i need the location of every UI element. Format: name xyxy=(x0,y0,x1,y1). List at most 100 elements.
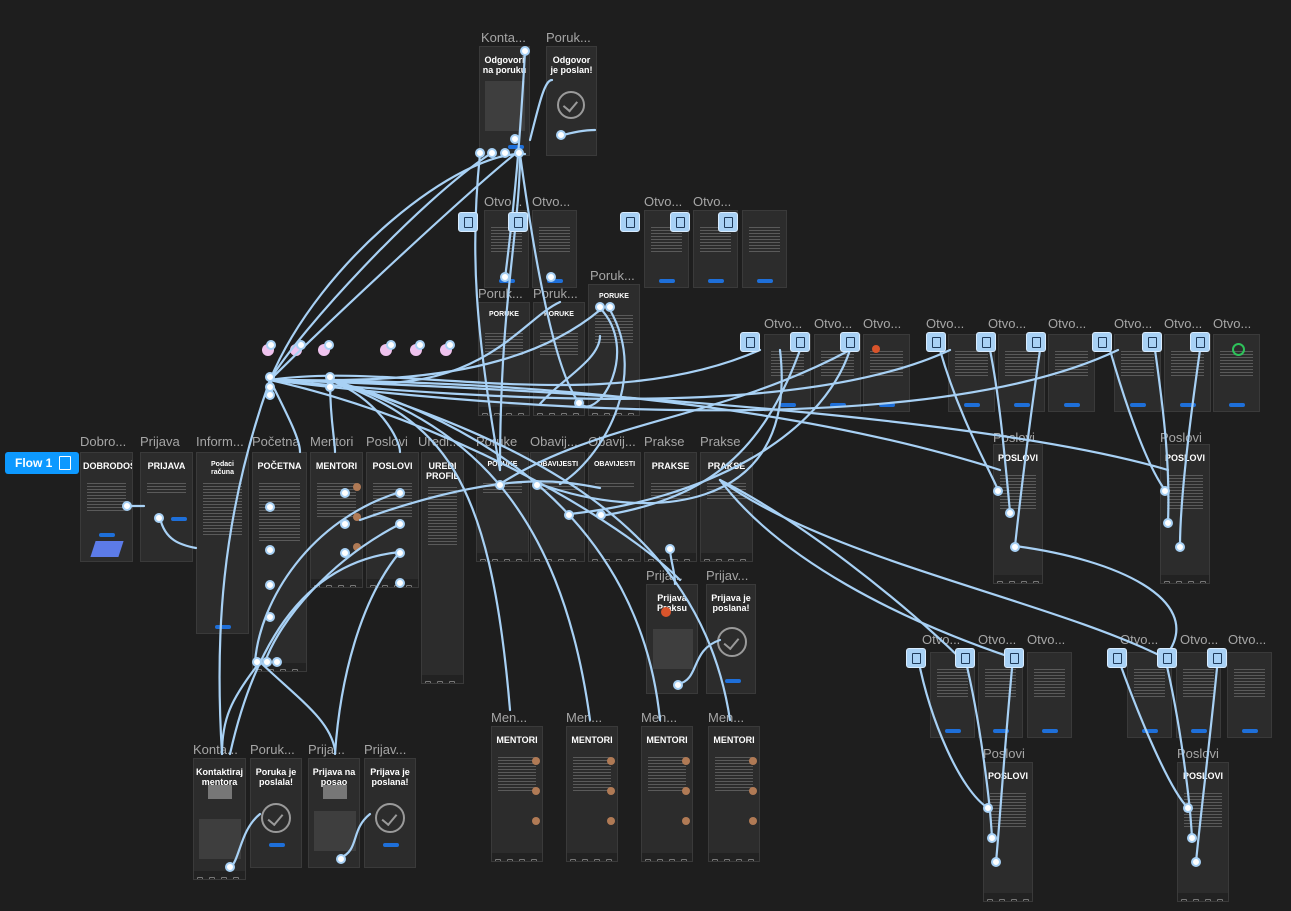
frame-title: Prijava na posao xyxy=(312,767,356,787)
overlay-icon[interactable] xyxy=(1107,648,1127,668)
frame-title: PRIJAVA xyxy=(147,461,186,471)
frame-otvori-q[interactable] xyxy=(1027,652,1072,738)
frame-title: Poruka je poslala! xyxy=(255,767,297,787)
frame-label: Otvo... xyxy=(1114,316,1153,331)
check-icon xyxy=(557,91,585,119)
frame-title: MENTORI xyxy=(713,735,755,745)
frame-title: Prijava je poslana! xyxy=(711,593,751,613)
frame-label: Poslovi xyxy=(1160,430,1202,445)
frame-title: MENTORI xyxy=(496,735,538,745)
frame-title: POSLOVI xyxy=(1182,771,1223,781)
frame-prijava-poslana-posao[interactable]: Prijava je poslana! xyxy=(364,758,416,868)
frame-label: Dobro... xyxy=(80,434,127,449)
overlay-icon[interactable] xyxy=(458,212,478,232)
frame-title: UREDI PROFIL xyxy=(426,461,459,481)
frame-title: POSLOVI xyxy=(1164,453,1205,463)
frame-label: Otvo... xyxy=(1164,316,1203,331)
frame-title: OBAVIJESTI xyxy=(536,461,579,468)
frame-label: Prijava xyxy=(140,434,180,449)
frame-title: Prijava Praksu xyxy=(656,593,688,613)
frame-mentori[interactable]: MENTORI xyxy=(310,452,363,588)
frame-prijava-poslana-prakse[interactable]: Prijava je poslana! xyxy=(706,584,756,694)
frame-label: Prakse xyxy=(644,434,685,449)
overlay-icon[interactable] xyxy=(670,212,690,232)
overlay-icon[interactable] xyxy=(1142,332,1162,352)
frame-otvori-e[interactable] xyxy=(742,210,787,288)
frame-title: Prijava je poslana! xyxy=(370,767,410,787)
frame-label: Obavij... xyxy=(530,434,578,449)
frame-otvori-d[interactable] xyxy=(693,210,738,288)
frame-odgovor-poslan[interactable]: Odgovor je poslan! xyxy=(546,46,597,156)
frame-otvori-t[interactable] xyxy=(1227,652,1272,738)
frame-title: Odgovor je poslan! xyxy=(550,55,593,75)
frame-label: Otvo... xyxy=(926,316,965,331)
overlay-icon[interactable] xyxy=(508,212,528,232)
check-icon xyxy=(717,627,747,657)
overlay-icon[interactable] xyxy=(926,332,946,352)
frame-mentori-b4[interactable]: MENTORI xyxy=(708,726,760,862)
frame-label: Otvo... xyxy=(863,316,902,331)
overlay-icon[interactable] xyxy=(1026,332,1046,352)
frame-label: Otvo... xyxy=(1213,316,1252,331)
frame-title: Kontaktiraj mentora xyxy=(196,767,244,787)
frame-label: Konta... xyxy=(193,742,238,757)
frame-label: Otvo... xyxy=(532,194,571,209)
overlay-icon[interactable] xyxy=(1157,648,1177,668)
frame-title: Podaci računa xyxy=(211,461,234,476)
send-button[interactable] xyxy=(508,145,524,149)
play-flow-icon[interactable] xyxy=(59,456,71,470)
overlay-icon[interactable] xyxy=(906,648,926,668)
frame-label: Poruk... xyxy=(546,30,591,45)
frame-label: Otvo... xyxy=(978,632,1017,647)
frame-mentori-b1[interactable]: MENTORI xyxy=(491,726,543,862)
frame-title: MENTORI xyxy=(646,735,688,745)
frame-title: PORUKE xyxy=(544,311,574,318)
frame-label: Otvo... xyxy=(644,194,683,209)
login-button[interactable] xyxy=(171,517,187,521)
overlay-icon[interactable] xyxy=(740,332,760,352)
frame-label: Prijav... xyxy=(706,568,749,583)
overlay-icon[interactable] xyxy=(1190,332,1210,352)
frame-label: Otvo... xyxy=(1120,632,1159,647)
frame-label: Otvo... xyxy=(764,316,803,331)
frame-title: MENTORI xyxy=(315,461,358,471)
overlay-icon[interactable] xyxy=(1207,648,1227,668)
overlay-icon[interactable] xyxy=(976,332,996,352)
frame-label: Mentori xyxy=(310,434,354,449)
overlay-icon[interactable] xyxy=(790,332,810,352)
frame-label: Otvo... xyxy=(693,194,732,209)
frame-prijava-na-posao[interactable]: Prijava na posao xyxy=(308,758,360,868)
frame-title: POSLOVI xyxy=(997,453,1038,463)
frame-label: Početna xyxy=(252,434,300,449)
frame-title: POČETNA xyxy=(257,461,302,471)
frame-title: POSLOVI xyxy=(987,771,1028,781)
frame-label: Prijav... xyxy=(364,742,407,757)
overlay-icon[interactable] xyxy=(955,648,975,668)
frame-mentori-b2[interactable]: MENTORI xyxy=(566,726,618,862)
frame-otvori-c[interactable] xyxy=(644,210,689,288)
overlay-icon[interactable] xyxy=(1092,332,1112,352)
start-button[interactable] xyxy=(99,533,115,537)
frame-label: Prakse xyxy=(700,434,741,449)
frame-otvori-n[interactable] xyxy=(1213,334,1260,412)
flow-starting-point[interactable]: Flow 1 xyxy=(5,452,79,474)
frame-title: OBAVIJESTI xyxy=(593,461,636,468)
frame-kontaktiraj-mentora[interactable]: Kontaktiraj mentora xyxy=(193,758,246,880)
frame-label: Men... xyxy=(708,710,745,725)
frame-prakse-1[interactable]: PRAKSE xyxy=(644,452,697,562)
submit-button[interactable] xyxy=(215,625,231,629)
frame-label: Otvo... xyxy=(988,316,1027,331)
frame-poslovi-r4[interactable]: POSLOVI xyxy=(1177,762,1229,902)
frame-label: Otvo... xyxy=(1180,632,1219,647)
overlay-icon[interactable] xyxy=(840,332,860,352)
frame-title: Odgovori na poruku xyxy=(482,55,527,75)
overlay-icon[interactable] xyxy=(1004,648,1024,668)
frame-poruka-poslala[interactable]: Poruka je poslala! xyxy=(250,758,302,868)
frame-prijava[interactable]: PRIJAVA xyxy=(140,452,193,562)
frame-title: MENTORI xyxy=(571,735,613,745)
overlay-icon[interactable] xyxy=(620,212,640,232)
frame-label: Otvo... xyxy=(814,316,853,331)
frame-mentori-b3[interactable]: MENTORI xyxy=(641,726,693,862)
overlay-icon[interactable] xyxy=(718,212,738,232)
